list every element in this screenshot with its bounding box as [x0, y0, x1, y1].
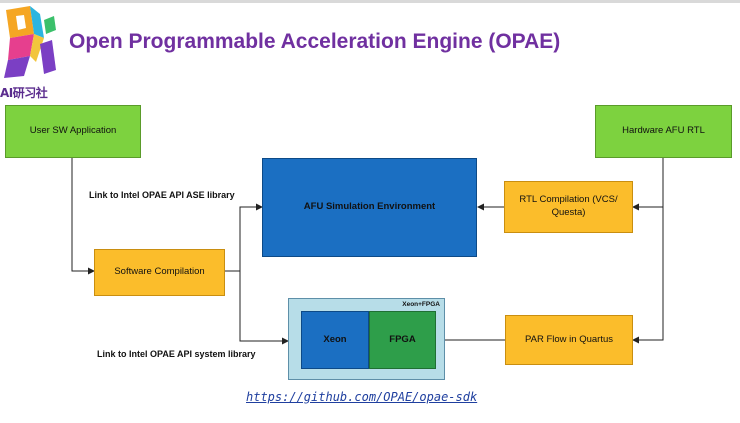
host-label: Xeon+FPGA	[402, 301, 440, 308]
edge-swcomp-to-afusim	[225, 203, 263, 272]
ai-yanxishe-logo-icon	[4, 6, 56, 78]
node-xeon: Xeon	[301, 311, 369, 369]
node-par-flow-in-quartus: PAR Flow in Quartus	[505, 315, 633, 365]
node-xeon-fpga-host: Xeon+FPGA Xeon FPGA	[288, 298, 445, 380]
page-title: Open Programmable Acceleration Engine (O…	[69, 30, 561, 53]
node-software-compilation: Software Compilation	[94, 249, 225, 296]
logo-text: AI研习社	[0, 86, 48, 100]
node-rtl-compilation: RTL Compilation (VCS/ Questa)	[504, 181, 633, 233]
edge-label-system-library: Link to Intel OPAE API system library	[97, 349, 256, 359]
edge-hw-to-rtl	[632, 158, 664, 211]
node-afu-simulation-environment: AFU Simulation Environment	[262, 158, 477, 257]
edge-swcomp-to-host	[239, 271, 289, 345]
node-user-sw-application: User SW Application	[5, 105, 141, 158]
node-fpga: FPGA	[369, 311, 436, 369]
top-border	[0, 0, 740, 3]
opae-sdk-link[interactable]: https://github.com/OPAE/opae-sdk	[246, 390, 478, 404]
edge-user-to-swcomp	[71, 158, 95, 275]
edge-hw-to-par	[632, 207, 664, 344]
node-hardware-afu-rtl: Hardware AFU RTL	[595, 105, 732, 158]
edge-label-ase-library: Link to Intel OPAE API ASE library	[89, 190, 235, 200]
